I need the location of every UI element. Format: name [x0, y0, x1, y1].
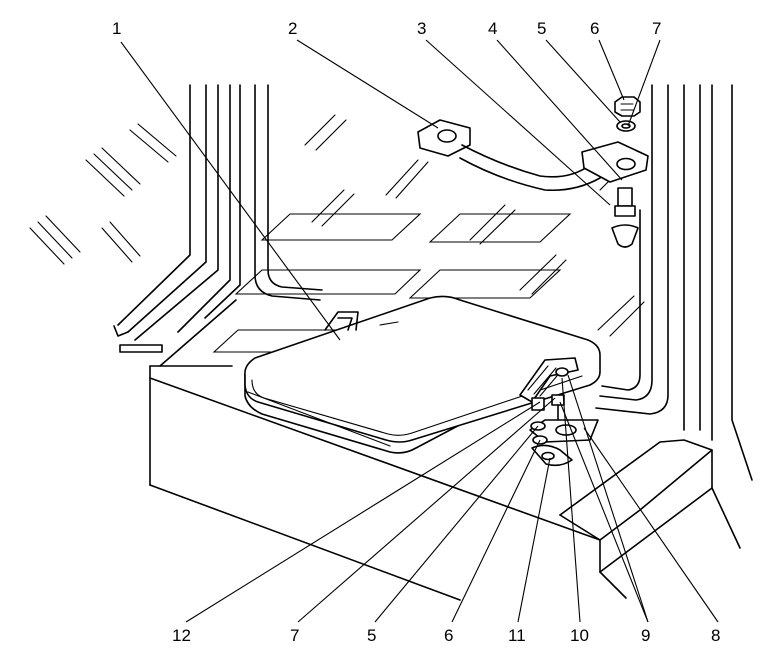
cab-floor-step [119, 299, 741, 601]
callouts-top: 1 2 3 4 5 6 7 [112, 19, 661, 38]
callout-8: 8 [711, 626, 720, 645]
hinge-strap [417, 119, 649, 192]
callout-1: 1 [112, 19, 121, 38]
callout-6-bottom: 6 [444, 626, 453, 645]
callout-3: 3 [417, 19, 426, 38]
callout-4: 4 [488, 19, 497, 38]
callout-5-bottom: 5 [367, 626, 376, 645]
callout-6: 6 [590, 19, 599, 38]
cab-window-frame [113, 84, 753, 481]
callout-2: 2 [288, 19, 297, 38]
callout-12: 12 [172, 626, 191, 645]
leader-lines [120, 39, 719, 623]
callout-5: 5 [537, 19, 546, 38]
callout-7: 7 [652, 19, 661, 38]
callout-11: 11 [508, 626, 526, 645]
fastener-stack-bottom [529, 394, 599, 467]
callouts-bottom: 12 7 5 6 11 10 9 8 [172, 626, 720, 645]
callout-9: 9 [641, 626, 650, 645]
glass-reflection-hatching [29, 114, 645, 337]
callout-10: 10 [570, 626, 589, 645]
seat-cushion [244, 295, 601, 454]
callout-7-bottom: 7 [290, 626, 299, 645]
